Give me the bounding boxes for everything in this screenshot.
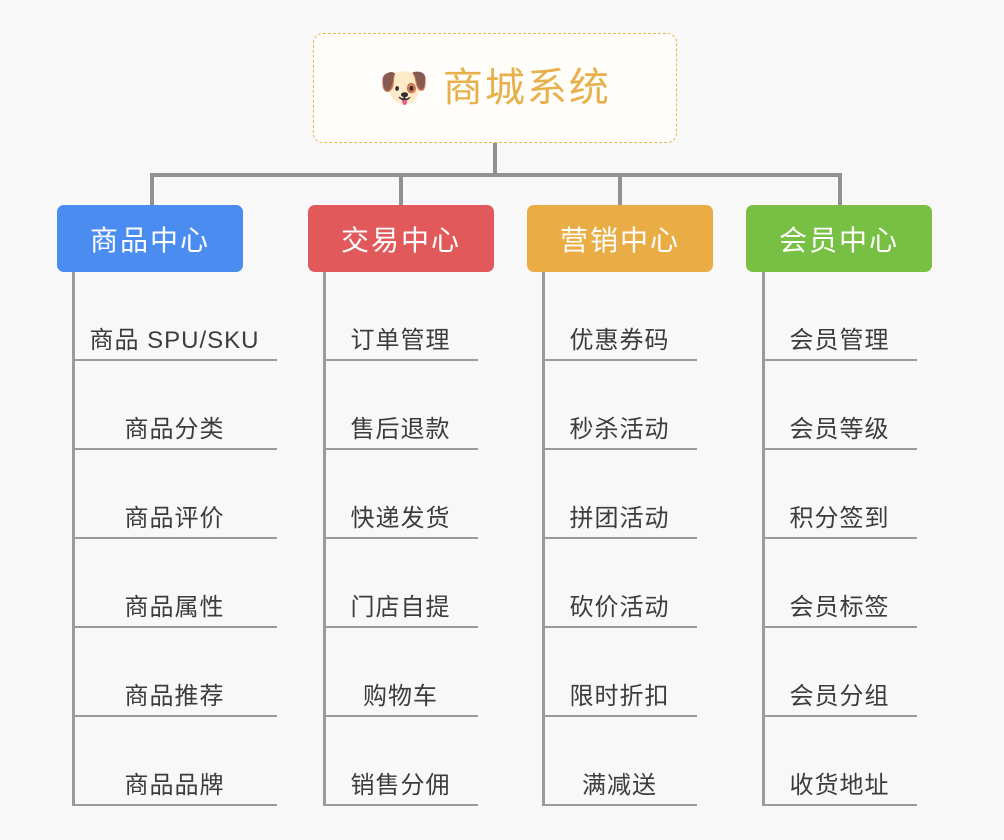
column-spine-2 (323, 272, 326, 806)
list-item-label: 限时折扣 (569, 682, 670, 710)
list-item[interactable]: 砍价活动 (542, 539, 697, 628)
column-header-2[interactable]: 交易中心 (308, 205, 494, 272)
list-item[interactable]: 满减送 (542, 717, 697, 806)
list-item-label: 商品属性 (124, 593, 225, 621)
column-header-4[interactable]: 会员中心 (746, 205, 932, 272)
connector-drop-1 (150, 173, 154, 205)
list-item[interactable]: 销售分佣 (323, 717, 478, 806)
column-header-label: 交易中心 (340, 224, 461, 256)
column-header-label: 营销中心 (559, 224, 680, 256)
list-item-label: 砍价活动 (569, 593, 670, 621)
connector-drop-3 (618, 173, 622, 205)
list-item[interactable]: 商品品牌 (72, 717, 277, 806)
list-item[interactable]: 门店自提 (323, 539, 478, 628)
list-item-label: 会员分组 (789, 682, 890, 710)
list-item[interactable]: 商品 SPU/SKU (72, 272, 277, 361)
list-item-label: 拼团活动 (569, 504, 670, 532)
list-item[interactable]: 售后退款 (323, 361, 478, 450)
list-item-label: 商品推荐 (124, 682, 225, 710)
list-item-label: 会员管理 (789, 326, 890, 354)
root-node-title: 商城系统 (442, 66, 611, 110)
column-spine-4 (762, 272, 765, 806)
list-item[interactable]: 收货地址 (762, 717, 917, 806)
column-header-label: 商品中心 (89, 224, 210, 256)
column-header-label: 会员中心 (778, 224, 899, 256)
list-item[interactable]: 秒杀活动 (542, 361, 697, 450)
list-item[interactable]: 商品推荐 (72, 628, 277, 717)
list-item[interactable]: 限时折扣 (542, 628, 697, 717)
list-item[interactable]: 拼团活动 (542, 450, 697, 539)
connector-drop-4 (838, 173, 842, 205)
list-item-label: 积分签到 (789, 504, 890, 532)
column-spine-1 (72, 272, 75, 806)
list-item-label: 售后退款 (350, 415, 451, 443)
column-header-3[interactable]: 营销中心 (527, 205, 713, 272)
dog-face-icon: 🐶 (379, 66, 429, 110)
list-item[interactable]: 会员管理 (762, 272, 917, 361)
column-items-4: 会员管理会员等级积分签到会员标签会员分组收货地址 (762, 272, 917, 806)
list-item[interactable]: 会员标签 (762, 539, 917, 628)
list-item[interactable]: 购物车 (323, 628, 478, 717)
list-item-label: 会员等级 (789, 415, 890, 443)
list-item-label: 满减送 (582, 771, 657, 799)
list-item-label: 订单管理 (350, 326, 451, 354)
column-items-1: 商品 SPU/SKU 商品分类商品评价商品属性商品推荐商品品牌 (72, 272, 277, 806)
list-item[interactable]: 商品评价 (72, 450, 277, 539)
connector-root-stem (493, 143, 497, 175)
list-item[interactable]: 商品分类 (72, 361, 277, 450)
list-item[interactable]: 商品属性 (72, 539, 277, 628)
connector-horizontal-bar (150, 173, 840, 177)
list-item-label: 商品分类 (124, 415, 225, 443)
column-header-1[interactable]: 商品中心 (57, 205, 243, 272)
list-item[interactable]: 会员分组 (762, 628, 917, 717)
column-spine-3 (542, 272, 545, 806)
list-item-label: 收货地址 (789, 771, 890, 799)
list-item[interactable]: 订单管理 (323, 272, 478, 361)
list-item-label: 快递发货 (350, 504, 451, 532)
column-items-2: 订单管理售后退款快递发货门店自提购物车销售分佣 (323, 272, 478, 806)
list-item-label: 销售分佣 (350, 771, 451, 799)
list-item[interactable]: 快递发货 (323, 450, 478, 539)
list-item-label: 购物车 (363, 682, 438, 710)
list-item-label: 门店自提 (350, 593, 451, 621)
list-item-label: 秒杀活动 (569, 415, 670, 443)
list-item[interactable]: 优惠券码 (542, 272, 697, 361)
connector-drop-2 (399, 173, 403, 205)
list-item-label: 商品品牌 (124, 771, 225, 799)
column-items-3: 优惠券码秒杀活动拼团活动砍价活动限时折扣满减送 (542, 272, 697, 806)
list-item-label: 优惠券码 (569, 326, 670, 354)
list-item-label: 商品 SPU/SKU (89, 326, 260, 354)
list-item-label: 会员标签 (789, 593, 890, 621)
list-item[interactable]: 会员等级 (762, 361, 917, 450)
list-item[interactable]: 积分签到 (762, 450, 917, 539)
root-node-mall-system[interactable]: 🐶 商城系统 (313, 33, 677, 143)
list-item-label: 商品评价 (124, 504, 225, 532)
